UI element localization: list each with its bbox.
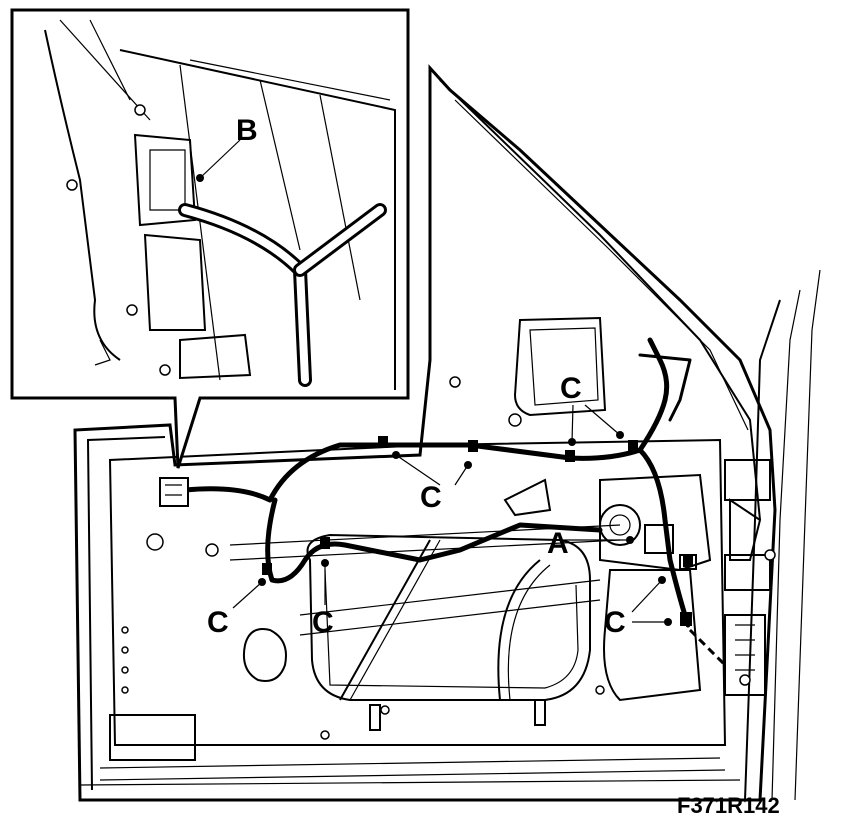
panel-holes [109, 376, 776, 761]
callout-c: C [604, 606, 626, 639]
wiring-harness [159, 337, 693, 628]
mirror-mount [513, 316, 607, 417]
inset-detail [10, 8, 410, 469]
guide-dashed-line [688, 628, 727, 667]
callout-c: C [420, 481, 442, 514]
callout-c: C [207, 606, 229, 639]
callout-leaders [232, 404, 672, 626]
callout-c: C [312, 606, 334, 639]
inner-panel-cutout [229, 524, 621, 701]
door-body [73, 64, 821, 802]
figure-code: F371R142 [677, 793, 780, 818]
callout-c: C [560, 372, 582, 405]
door-hinges [724, 459, 771, 696]
callout-b: B [236, 114, 258, 147]
callout-labels: B A C C C C C [207, 114, 626, 639]
callout-a: A [547, 527, 569, 560]
